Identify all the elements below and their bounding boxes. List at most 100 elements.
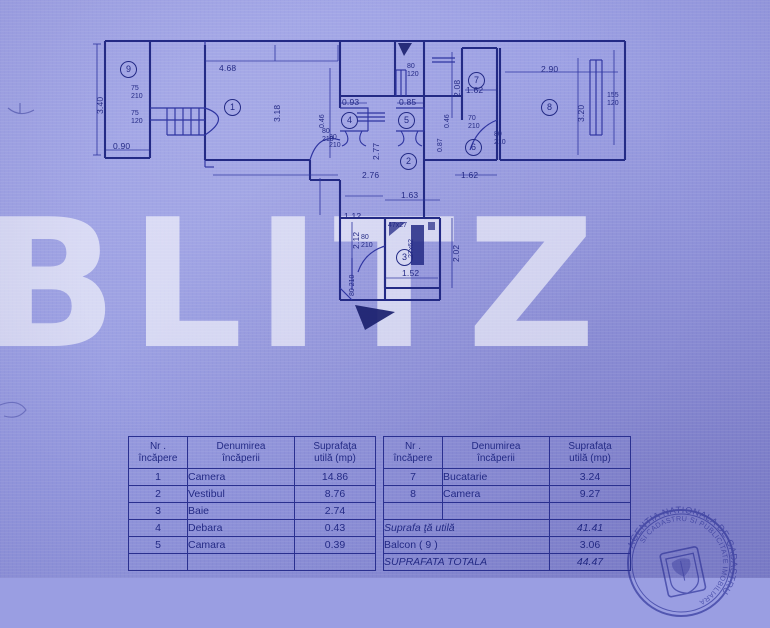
opening-window-155-120: 155 120 [607, 92, 619, 107]
table-row: 1 Camera 14.86 [128, 468, 376, 486]
room-marker-5: 5 [398, 112, 415, 129]
summary-row-total: SUPRAFATA TOTALA 44.47 [383, 553, 631, 571]
header-nr-line2: încăpere [393, 452, 433, 464]
dim-room3-right-height: 2.02 [451, 244, 461, 262]
cell-name: Camera [187, 468, 295, 486]
cell-area: 0.39 [294, 536, 376, 554]
header-sup-line1: Suprafaţa [313, 441, 357, 452]
dim-room7-width: 1.62 [466, 85, 484, 95]
table-row-empty [383, 502, 631, 520]
cell-nr: 7 [383, 468, 443, 486]
opening-window-27x62: 27x62 [408, 238, 415, 258]
pencil-mark-2 [0, 401, 27, 418]
dim-small-087: 0.87 [437, 138, 444, 152]
cell-area: 2.74 [294, 502, 376, 520]
header-denumirea: Denumirea încăperii [187, 436, 295, 469]
floor-plan-drawing: 9 1 2 3 4 5 6 7 8 3.40 0.90 4.68 3.18 0.… [0, 39, 627, 418]
summary-label: Suprafa ţă utilă [383, 519, 550, 537]
table-row-clipped [128, 553, 376, 571]
header-sup-line2: utilă (mp) [569, 452, 611, 464]
official-cadastre-stamp: AGENTIA NATIONALA DE CADASTRU SI CADASTR… [619, 498, 746, 617]
opening-door-80-210-c: 80 210 [361, 234, 373, 249]
room-marker-6: 6 [465, 139, 482, 156]
cell-name: Baie [187, 502, 295, 520]
dim-room6-width: 1.62 [461, 170, 479, 180]
cell-nr [128, 553, 188, 571]
table-row: 2 Vestibul 8.76 [128, 485, 376, 503]
cell-nr: 4 [128, 519, 188, 537]
dim-left-overall-height: 3.40 [95, 96, 105, 114]
header-denumirea: Denumirea încăperii [442, 436, 550, 469]
opening-door-80-210-d: 80 210 [349, 274, 356, 296]
table-header-row: Nr . încăpere Denumirea încăperii Supraf… [383, 436, 631, 469]
header-den-line2: încăperii [477, 452, 515, 464]
cell-nr: 1 [128, 468, 188, 486]
watermark-blitz: BLITZ [0, 181, 608, 388]
table-row: 8 Camera 9.27 [383, 485, 631, 503]
opening-window-47x27: 47x27 [388, 222, 408, 229]
cell-nr: 8 [383, 485, 443, 503]
dim-room1-right-height: 3.18 [272, 104, 282, 122]
dim-room3-bottom-width: 1.52 [402, 268, 420, 278]
floor-plan-svg [0, 39, 627, 418]
header-nr-line2: încăpere [138, 452, 178, 464]
summary-row-balcon: Balcon ( 9 ) 3.06 [383, 536, 631, 554]
entrance-arrow [355, 305, 395, 330]
header-den-line2: încăperii [222, 452, 260, 464]
opening-window-75-120: 75 120 [131, 110, 143, 125]
summary-value: 44.47 [549, 553, 631, 571]
dim-small-046-a: 0.46 [319, 114, 326, 128]
area-table-right: Nr . încăpere Denumirea încăperii Supraf… [383, 436, 631, 571]
summary-label: Balcon ( 9 ) [383, 536, 550, 554]
cell-area: 0.43 [294, 519, 376, 537]
cell-name [187, 553, 295, 571]
cell-name: Vestibul [187, 485, 295, 503]
opening-door-80-210-a: 80 210 [322, 128, 334, 143]
table-header-row: Nr . încăpere Denumirea încăperii Supraf… [128, 436, 376, 469]
dim-room8-right-height: 3.20 [576, 104, 586, 122]
header-suprafata: Suprafaţa utilă (mp) [294, 436, 376, 469]
cell-name: Debara [187, 519, 295, 537]
cell-area: 3.24 [549, 468, 631, 486]
cell-nr: 5 [128, 536, 188, 554]
cell-name: Camera [442, 485, 550, 503]
north-arrow [398, 43, 412, 56]
dim-hall-vertical: 2.77 [371, 142, 381, 160]
cell-nr: 2 [128, 485, 188, 503]
cell-name: Bucatarie [442, 468, 550, 486]
table-row: 3 Baie 2.74 [128, 502, 376, 520]
room-marker-3: 3 [396, 249, 413, 266]
summary-label: SUPRAFATA TOTALA [383, 553, 550, 571]
opening-door-80-210-b: 80 210 [494, 131, 506, 146]
opening-door-75-210: 75 210 [131, 85, 143, 100]
header-nr-line1: Nr . [149, 441, 167, 452]
room-marker-7: 7 [468, 72, 485, 89]
dim-room7-height: 2.08 [452, 79, 462, 97]
opening-window-80-120: 80 120 [407, 63, 419, 78]
cell-area: 8.76 [294, 485, 376, 503]
dim-room3-top-width: 1.63 [401, 190, 419, 200]
dim-room8-top-width: 2.90 [541, 64, 559, 74]
header-nr-line1: Nr . [404, 441, 422, 452]
room-marker-2: 2 [400, 153, 417, 170]
dim-corridor-left: 1.12 [344, 211, 362, 221]
header-sup-line1: Suprafaţa [568, 441, 612, 452]
opening-door-80-210-e: 80 210 [329, 134, 341, 149]
header-suprafata: Suprafaţa utilă (mp) [549, 436, 631, 469]
dim-small-046-b: 0.46 [444, 114, 451, 128]
dim-hall-bottom-width: 2.76 [362, 170, 380, 180]
cell-area: 14.86 [294, 468, 376, 486]
area-table-left: Nr . încăpere Denumirea încăperii Supraf… [128, 436, 376, 571]
cell-nr [383, 502, 443, 520]
table-row: 7 Bucatarie 3.24 [383, 468, 631, 486]
cell-name [442, 502, 550, 520]
opening-mark-70-210: 70 210 [468, 115, 480, 130]
dim-left-bottom-width: 0.90 [113, 141, 131, 151]
summary-row-utila: Suprafa ţă utilă 41.41 [383, 519, 631, 537]
header-sup-line2: utilă (mp) [314, 452, 356, 464]
header-nr: Nr . încăpere [128, 436, 188, 469]
dim-room3-left-height: 2.12 [351, 231, 361, 249]
table-row: 4 Debara 0.43 [128, 519, 376, 537]
dim-room5-width: 0.85 [399, 97, 417, 107]
room-marker-8: 8 [541, 99, 558, 116]
